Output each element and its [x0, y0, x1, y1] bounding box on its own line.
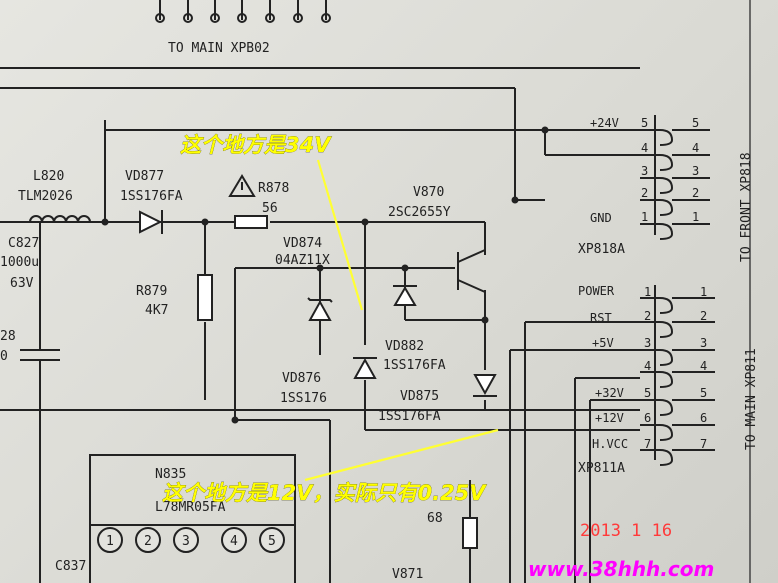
- vd882-value: 1SS176FA: [383, 358, 446, 373]
- c827-value1: 1000u: [0, 255, 39, 270]
- vd882-diode: [393, 285, 417, 306]
- xp818-rpin-1: 1: [692, 210, 699, 224]
- v870-value: 2SC2655Y: [388, 205, 451, 220]
- n835-pin-2: 2: [144, 534, 152, 549]
- r879-resistor: [197, 274, 213, 321]
- xp811-pin-2: 2: [644, 309, 651, 323]
- xp818-title: TO FRONT XP818: [739, 152, 754, 262]
- xp811-title: TO MAIN XP811: [744, 348, 759, 450]
- xp818-pin-4: 4: [641, 141, 648, 155]
- xp811-rpin-6: 6: [700, 411, 707, 425]
- xp811-sig-power: POWER: [578, 284, 615, 298]
- xp818-rpin-2: 2: [692, 186, 699, 200]
- xp811-connector: [640, 285, 715, 466]
- xpb02-pins: [155, 0, 331, 23]
- vd882-ref: VD882: [385, 339, 424, 354]
- n835-pin-1: 1: [106, 534, 114, 549]
- watermark: www.38hhh.com: [528, 557, 714, 581]
- xp811-pin-5: 5: [644, 386, 651, 400]
- xp818-pin-3: 3: [641, 164, 648, 178]
- c827-ref: C827: [8, 236, 39, 251]
- xp811-sig-hvcc: H.VCC: [592, 437, 628, 451]
- annotation-pointers: [304, 159, 499, 482]
- vd874-value: 04AZ11X: [275, 253, 330, 268]
- xp811-sig-12v: +12V: [595, 411, 624, 425]
- r879-ref: R879: [136, 284, 167, 299]
- v871-ref: V871: [392, 567, 423, 582]
- xp811-pin-6: 6: [644, 411, 651, 425]
- n835-pin-5: 5: [268, 534, 276, 549]
- vd876-ref: VD876: [282, 371, 321, 386]
- xp811-rpin-1: 1: [700, 285, 707, 299]
- xp811-pin-7: 7: [644, 437, 651, 451]
- vd875-ref: VD875: [400, 389, 439, 404]
- vd877-value: 1SS176FA: [120, 189, 183, 204]
- n835-pin-3: 3: [182, 534, 190, 549]
- xp818-pin-5: 5: [641, 116, 648, 130]
- xp811-rpin-7: 7: [700, 437, 707, 451]
- xp811-rpin-2: 2: [700, 309, 707, 323]
- r878-value: 56: [262, 201, 278, 216]
- xp818-rpin-4: 4: [692, 141, 699, 155]
- vd875-diode: [473, 374, 497, 397]
- xp818-rpin-3: 3: [692, 164, 699, 178]
- vd874-zener: [307, 297, 333, 321]
- xp818-pin-1: 1: [641, 210, 648, 224]
- vd875-value: 1SS176FA: [378, 409, 441, 424]
- xp818-sig-gnd: GND: [590, 211, 612, 225]
- xp811-rpin-5: 5: [700, 386, 707, 400]
- l820-value: TLM2026: [18, 189, 73, 204]
- vd877-diode: [139, 210, 163, 234]
- xp811-pin-3: 3: [644, 336, 651, 350]
- c828-fragment: 28: [0, 329, 16, 344]
- xp811-pin-1: 1: [644, 285, 651, 299]
- n835-regulator: [89, 454, 296, 553]
- r879-value: 4K7: [145, 303, 168, 318]
- xp818-connector: [640, 115, 710, 240]
- vd876-diode: [353, 357, 377, 379]
- xp811a-label: XP811A: [578, 461, 625, 476]
- xp811-rpin-3: 3: [700, 336, 707, 350]
- xp811-sig-rst: RST: [590, 311, 612, 325]
- v870-transistor: [457, 249, 486, 293]
- c827-value2: 63V: [10, 276, 34, 291]
- annotation-top: 这个地方是34V: [180, 133, 332, 157]
- xp811-pin-4: 4: [644, 359, 651, 373]
- xp811-rpin-4: 4: [700, 359, 707, 373]
- xp811-sig-32v: +32V: [595, 386, 624, 400]
- vd874-ref: VD874: [283, 236, 322, 251]
- vd876-value: 1SS176: [280, 391, 327, 406]
- annotation-bottom: 这个地方是12V，实际只有0.25V: [162, 481, 487, 505]
- xp818-rpin-5: 5: [692, 116, 699, 130]
- n835-ref: N835: [155, 467, 186, 482]
- r878-ref: R878: [258, 181, 289, 196]
- photo-date-stamp: 2013 1 16: [580, 521, 672, 541]
- bottom-resistor-value: 68: [427, 511, 443, 526]
- n835-value: L78MR05FA: [155, 500, 226, 515]
- xp811-sig-5v: +5V: [592, 336, 614, 350]
- vd877-ref: VD877: [125, 169, 164, 184]
- xpb02-label: TO MAIN XPB02: [168, 41, 270, 56]
- v870-ref: V870: [413, 185, 444, 200]
- xp818-sig-24v: +24V: [590, 116, 619, 130]
- c828-fragment2: 0: [0, 349, 8, 364]
- c837-ref: C837: [55, 559, 86, 574]
- bottom-resistor: [462, 517, 478, 549]
- l820-ref: L820: [33, 169, 64, 184]
- warning-triangle-icon: [228, 174, 256, 197]
- n835-pin-4: 4: [230, 534, 238, 549]
- l820-inductor: [29, 215, 91, 223]
- r878-resistor: [234, 215, 268, 229]
- junctions: [101, 126, 549, 424]
- xp818a-label: XP818A: [578, 242, 625, 257]
- xp818-pin-2: 2: [641, 186, 648, 200]
